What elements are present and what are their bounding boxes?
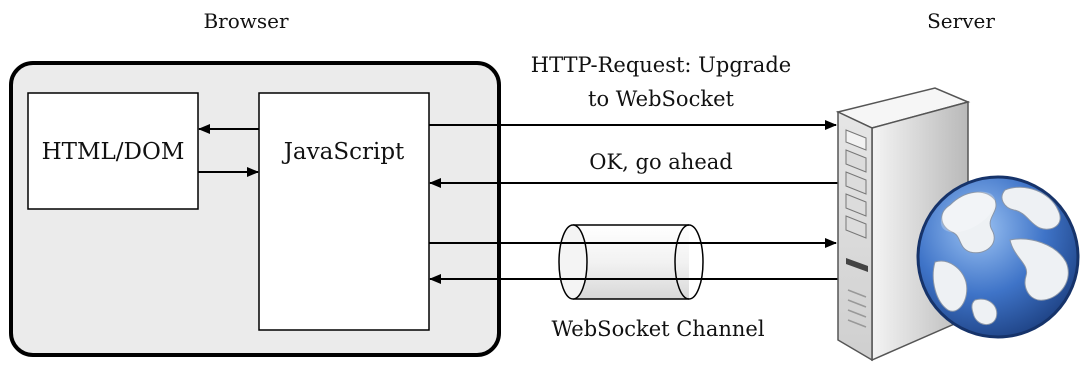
response-label: OK, go ahead	[589, 150, 732, 174]
javascript-label: JavaScript	[282, 139, 405, 165]
html-dom-label: HTML/DOM	[42, 139, 185, 165]
javascript-box	[258, 92, 430, 331]
request-label-line2: to WebSocket	[588, 87, 734, 111]
globe-icon	[916, 175, 1080, 339]
request-label-line1: HTTP-Request: Upgrade	[531, 53, 791, 77]
channel-label: WebSocket Channel	[551, 317, 764, 341]
websocket-channel-rim	[674, 224, 704, 300]
html-dom-box	[27, 92, 199, 210]
browser-label: Browser	[203, 9, 289, 33]
websocket-channel-tube	[558, 224, 689, 300]
server-label: Server	[927, 9, 995, 33]
